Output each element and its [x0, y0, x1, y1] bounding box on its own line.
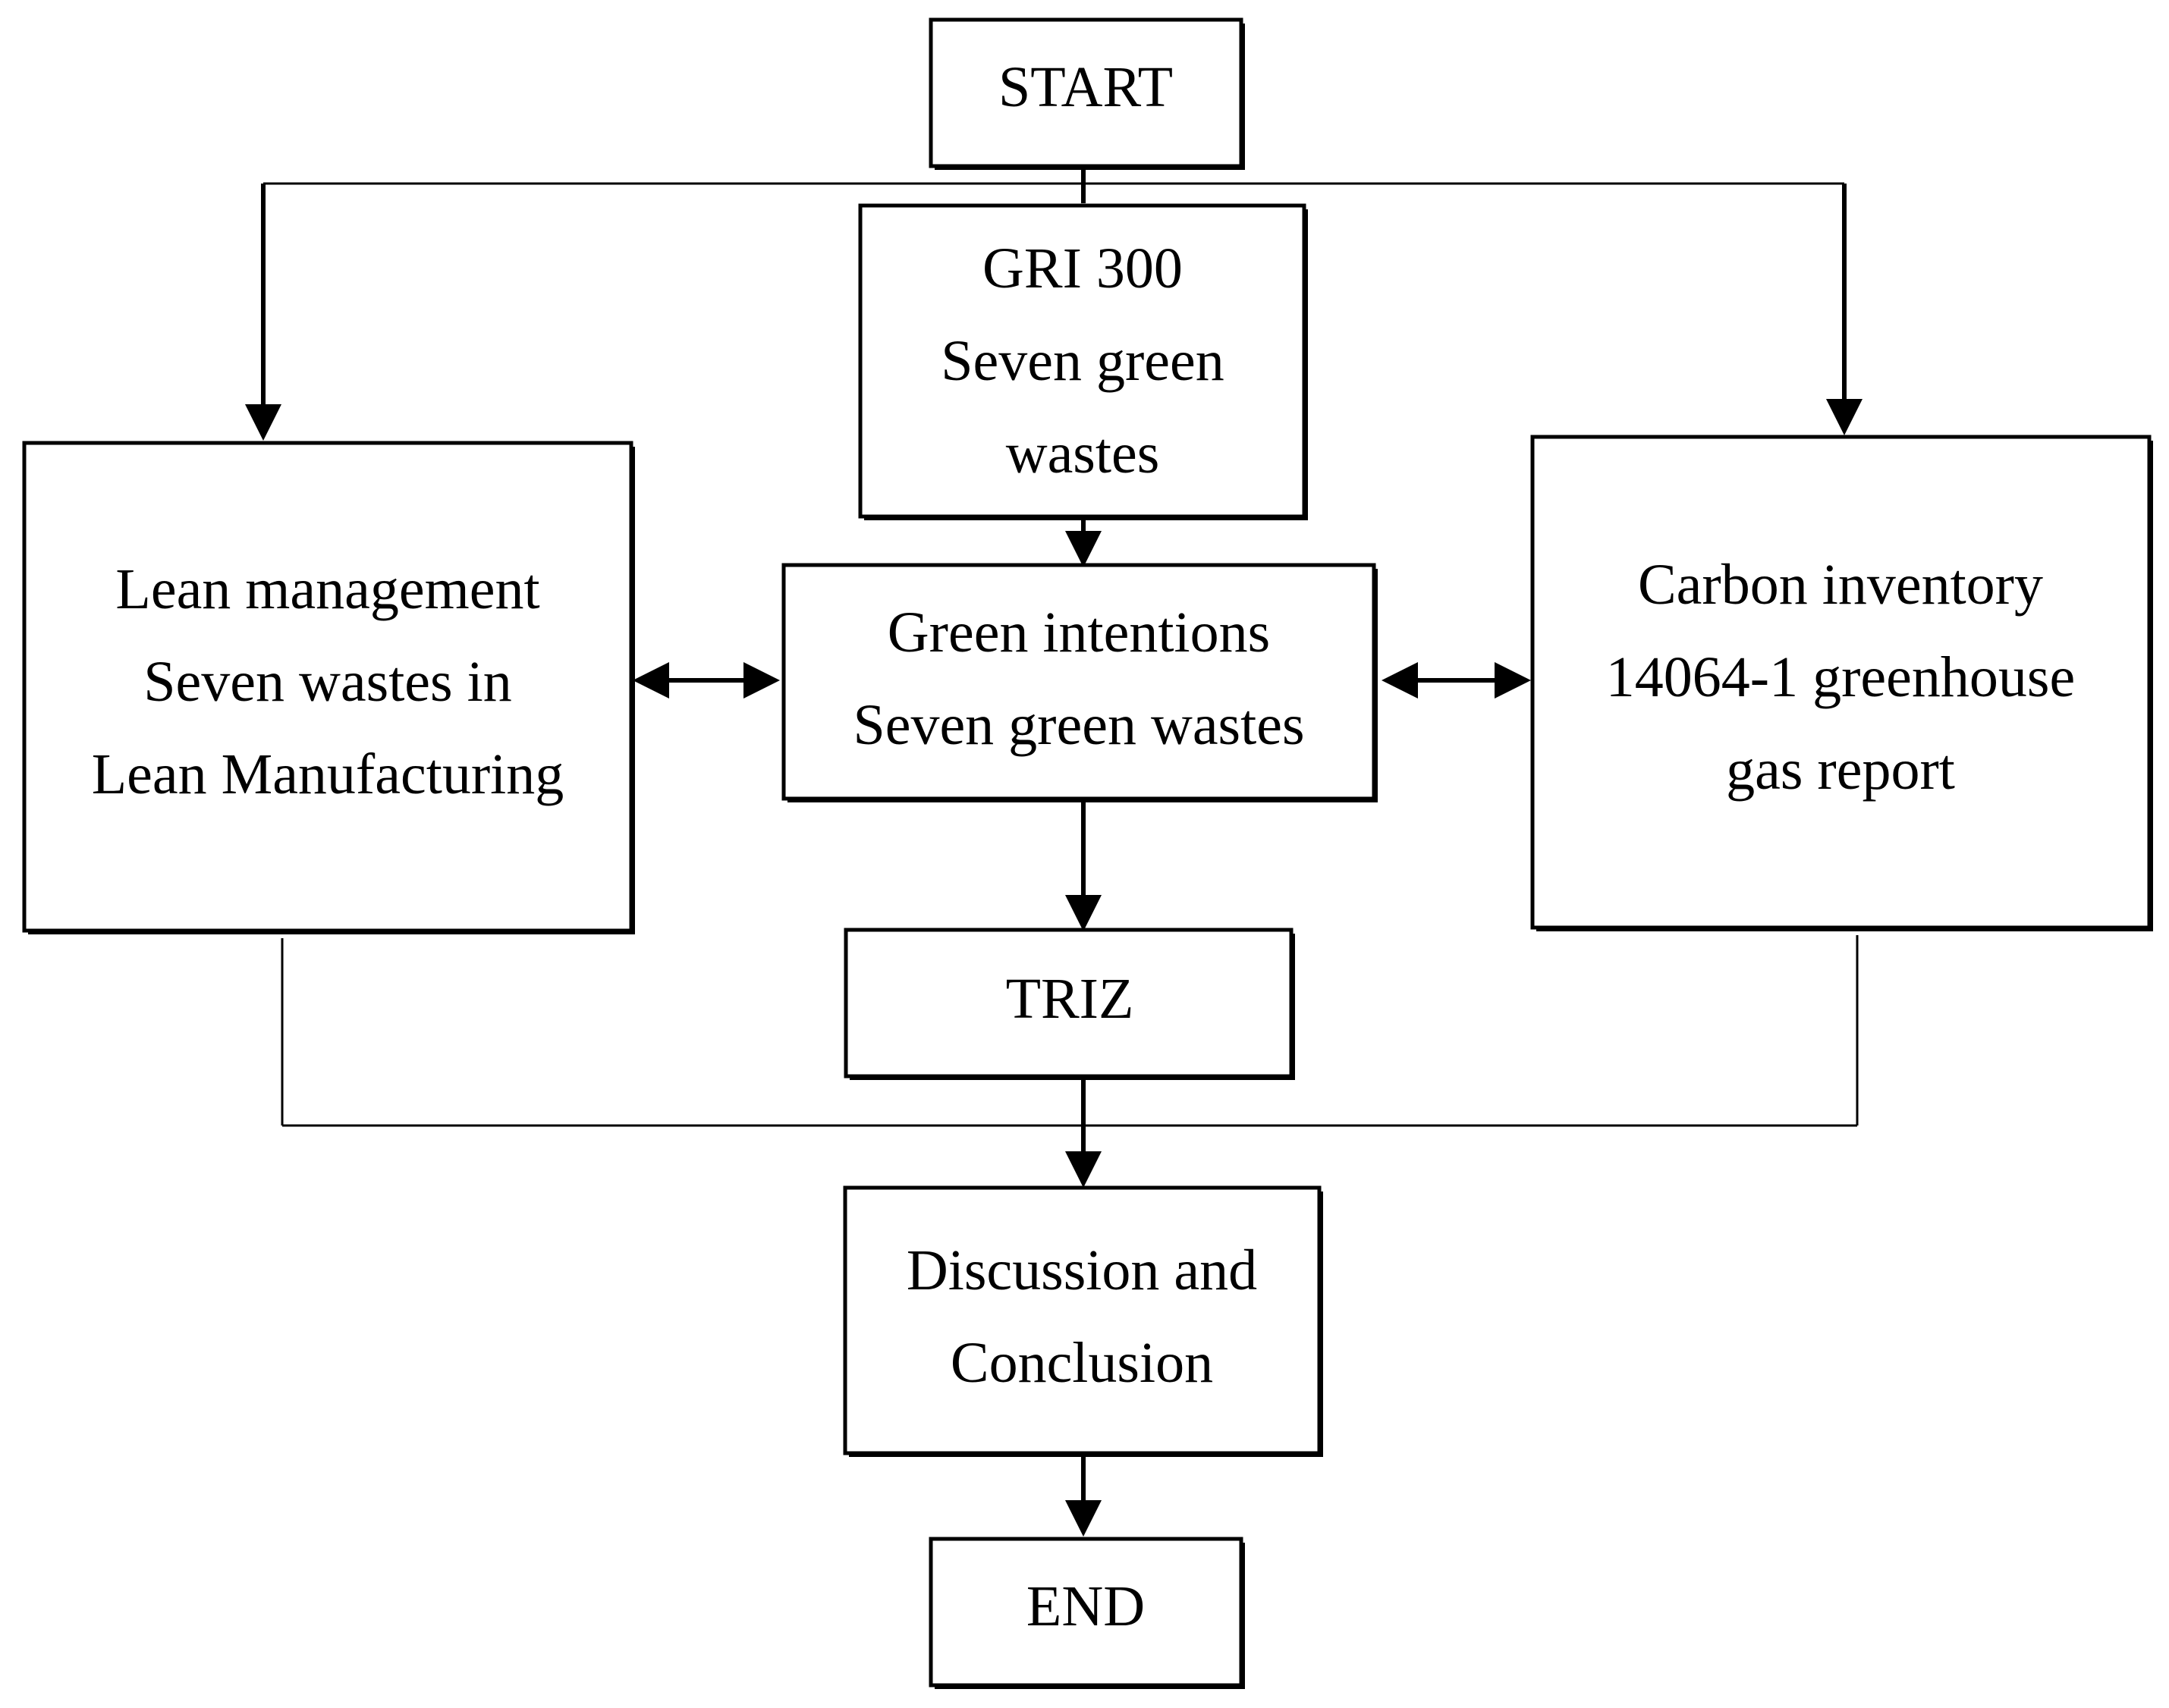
node-carbon: Carbon inventory 14064-1 greenhouse gas re… [1530, 435, 2153, 931]
node-end-label: END [1026, 1575, 1145, 1638]
node-gri-line-2: Seven green [941, 329, 1224, 393]
node-triz-label: TRIZ [1006, 967, 1134, 1031]
node-discussion-line-1: Discussion and [907, 1239, 1257, 1302]
node-gri-line-1: GRI 300 [982, 237, 1183, 300]
node-carbon-label: Carbon inventory 14064-1 greenhouse gas re… [1606, 553, 2075, 802]
node-triz: TRIZ [844, 928, 1295, 1080]
connectors [245, 168, 1863, 1537]
node-end-line-1: END [1026, 1575, 1145, 1638]
node-green-line-2: Seven green wastes [853, 693, 1304, 757]
node-triz-line-1: TRIZ [1006, 967, 1134, 1031]
node-lean-line-2: Seven wastes in [143, 650, 511, 714]
node-end: END [929, 1537, 1245, 1689]
node-start-line-1: START [998, 55, 1173, 119]
node-carbon-line-3: gas report [1726, 738, 1955, 802]
node-discussion-line-2: Conclusion [951, 1331, 1213, 1395]
node-green-line-1: Green intentions [888, 601, 1270, 664]
node-lean-line-1: Lean management [115, 557, 539, 621]
node-carbon-line-2: 14064-1 greenhouse [1606, 645, 2075, 709]
node-start-label: START [998, 55, 1173, 119]
node-gri-line-3: wastes [1006, 422, 1160, 485]
node-start: START [929, 17, 1245, 170]
node-lean-line-3: Lean Manufacturing [92, 743, 564, 806]
node-carbon-line-1: Carbon inventory [1638, 553, 2043, 617]
